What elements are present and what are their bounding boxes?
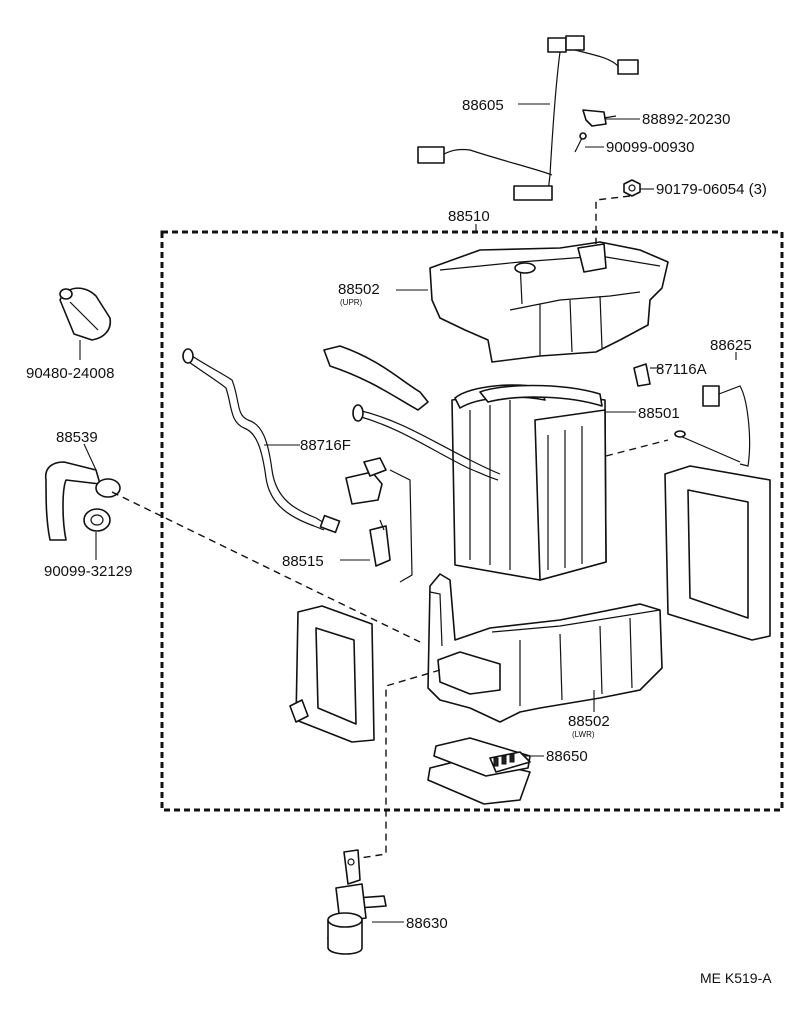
clip-87116A [633,363,651,387]
upper-case-88502 [429,241,669,363]
grommet-90099-32129 [83,508,111,532]
label-90099-32129: 90099-32129 [44,563,132,580]
label-88502-upr: 88502 [338,281,380,298]
label-88650: 88650 [546,748,588,765]
seal-frame-left [289,605,375,743]
dash-line-88539 [111,491,421,643]
wire-harness-88605 [417,35,639,201]
nut-90179 [623,179,641,197]
switch-90480 [59,287,112,341]
hose-88539 [44,461,121,541]
pipe-88716F [182,348,341,534]
label-88501: 88501 [638,405,680,422]
label-88510: 88510 [448,208,490,225]
label-90099-00930: 90099-00930 [606,139,694,156]
label-88716f: 88716F [300,437,351,454]
assembly-boundary-box [160,230,784,812]
dash-line-88630 [359,669,441,859]
label-88515: 88515 [282,553,324,570]
label-87116a: 87116A [656,361,707,378]
label-88539: 88539 [56,429,98,446]
label-88502-lwr-sub: (LWR) [572,730,595,739]
dash-line-nut [595,195,631,244]
lower-case-88502 [427,573,663,723]
screw-90099-00930 [574,132,587,153]
liquid-pipe [352,404,501,481]
suction-hose [323,345,429,411]
label-88630: 88630 [406,915,448,932]
label-90480-24008: 90480-24008 [26,365,114,382]
dash-line-88625 [605,439,669,457]
bracket-88892 [582,109,617,127]
thermistor-88625 [674,385,751,467]
leader-88539 [83,443,97,471]
seal-frame-right [664,465,771,641]
reference-code: ME K519-A [700,970,772,986]
solenoid-88630 [327,849,387,955]
expansion-valve-88515 [345,457,413,583]
evaporator-88501 [451,384,607,581]
label-88605: 88605 [462,97,504,114]
label-88502-lwr: 88502 [568,713,610,730]
label-88892-20230: 88892-20230 [642,111,730,128]
amplifier-88650 [427,737,531,805]
label-90179-06054: 90179-06054 (3) [656,181,767,198]
label-88502-upr-sub: (UPR) [340,298,363,307]
label-88625: 88625 [710,337,752,354]
